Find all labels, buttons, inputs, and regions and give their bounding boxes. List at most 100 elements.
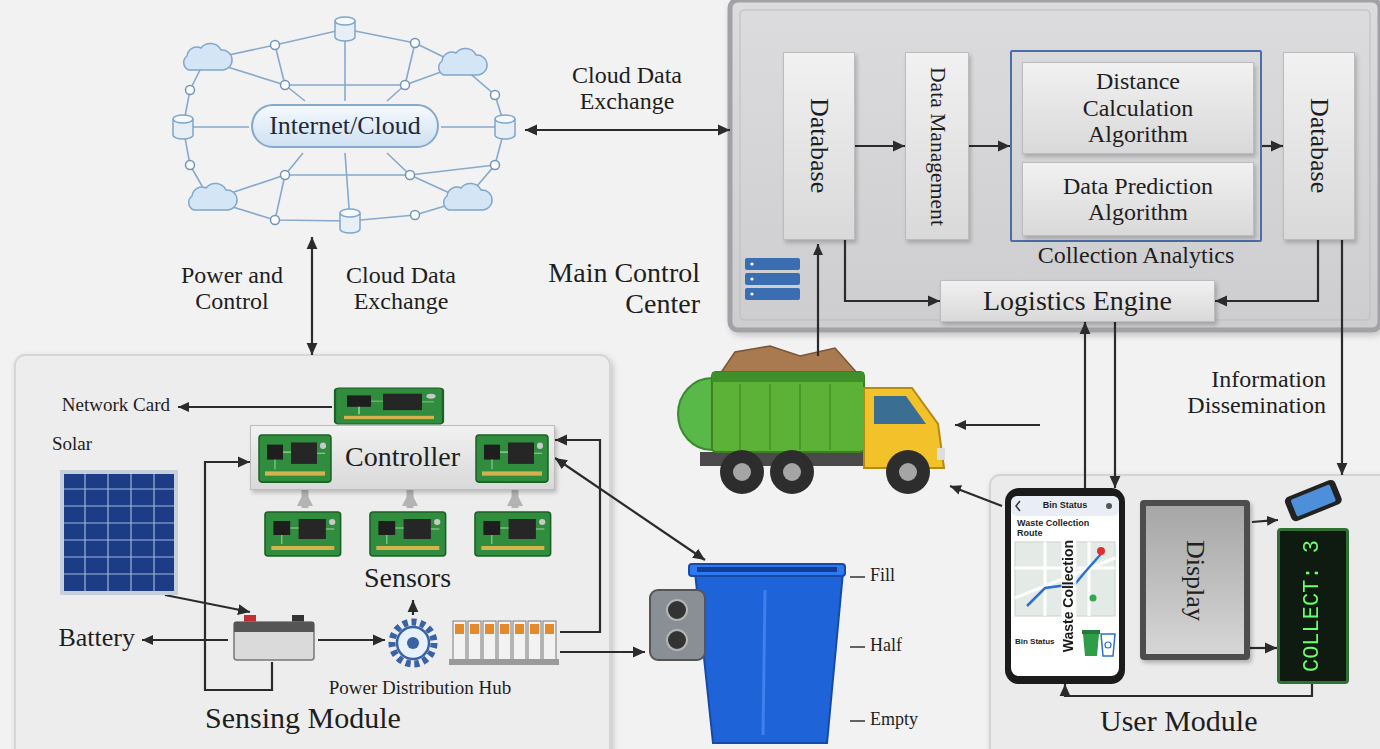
power-hub-art xyxy=(453,621,466,661)
connector xyxy=(555,458,705,560)
cloud-network-art xyxy=(183,29,505,221)
garbage-truck xyxy=(740,384,830,450)
level-leader-lines xyxy=(850,720,865,722)
controller-art xyxy=(476,435,548,482)
power-hub-art xyxy=(513,621,526,661)
power-hub-art xyxy=(455,624,464,634)
cloud-network-art xyxy=(411,211,420,220)
network-card: Network Card xyxy=(335,388,443,424)
controller-box: Controller xyxy=(250,425,555,490)
waste-bin-art xyxy=(650,590,705,660)
connector xyxy=(311,237,313,355)
connector-label: Information Dissemination xyxy=(1150,366,1326,419)
phone-art xyxy=(1083,634,1099,656)
module-panel: Sensing Module Network Card Solar Contro… xyxy=(15,355,610,749)
module-panel: User Module Bin StatusWaste Collection R… xyxy=(990,475,1380,749)
connector xyxy=(1065,684,1312,696)
power-hub-art xyxy=(397,627,429,659)
waste-bin-art xyxy=(763,590,765,735)
display-screen-text: Display xyxy=(1181,540,1210,621)
waste-bin-text: Fill xyxy=(870,566,895,586)
garbage-truck xyxy=(799,384,801,450)
network-card-text: Network Card xyxy=(62,395,170,416)
server-icon xyxy=(750,292,753,295)
leader-arrows xyxy=(950,486,1002,506)
garbage-truck xyxy=(829,384,831,450)
control-center-panel: Main Control CenterDatabaseData Manageme… xyxy=(730,0,1380,330)
waste-bin-art xyxy=(689,564,845,576)
cloud-network-art xyxy=(335,17,355,41)
cloud-network: Internet/Cloud xyxy=(165,15,525,237)
network-card-art xyxy=(335,388,443,424)
sensor-boards-art xyxy=(265,512,341,556)
engine-box: Logistics Engine xyxy=(940,280,1215,322)
garbage-truck xyxy=(678,378,712,450)
server-icon xyxy=(750,262,753,265)
leader-arrows xyxy=(142,639,228,641)
phone-art xyxy=(1082,630,1100,634)
phone-app-text: Waste Collection xyxy=(1061,540,1076,652)
leader-arrows xyxy=(178,406,332,408)
analytics-group: Collection AnalyticsDistance Calculation… xyxy=(1010,50,1262,242)
power-hub-art xyxy=(530,624,539,634)
solar-panel-text: Solar xyxy=(52,434,92,455)
sensor-group-text: Sensors xyxy=(255,563,560,594)
database-box: Database xyxy=(1283,52,1355,240)
analytics-group-text: Collection Analytics xyxy=(1012,242,1260,268)
phone-icon xyxy=(1290,484,1336,516)
connector xyxy=(1084,322,1086,488)
control-center-panel-art xyxy=(740,10,1370,320)
power-hub-art xyxy=(455,624,554,634)
waste-bin-art xyxy=(645,560,845,745)
level-leader-lines xyxy=(850,576,865,578)
garbage-truck xyxy=(678,346,945,494)
algorithm-box-text: Data Prediction Algorithm xyxy=(1048,173,1228,226)
signal-arrow xyxy=(302,490,309,508)
server-icon xyxy=(745,258,800,300)
garbage-truck xyxy=(886,450,930,494)
connector xyxy=(560,651,645,653)
connector-label: Cloud Data Exchange xyxy=(552,62,702,115)
cloud-network-art xyxy=(411,39,420,48)
sensing-panel-art xyxy=(15,355,610,749)
cloud-network-art xyxy=(183,29,505,221)
server-icon xyxy=(745,258,800,270)
module-panel-text: User Module xyxy=(1100,704,1257,737)
connector xyxy=(318,639,385,641)
algorithm-box-text: Distance Calculation Algorithm xyxy=(1048,68,1228,147)
signal-arrow xyxy=(512,490,519,508)
connector xyxy=(1341,240,1343,475)
garbage-truck xyxy=(720,450,930,494)
power-hub: Power Distribution Hub xyxy=(385,615,560,670)
power-hub-art xyxy=(453,621,556,661)
server-icon xyxy=(745,273,800,285)
leader-arrows xyxy=(1252,520,1278,522)
connector xyxy=(165,595,250,612)
power-hub-art xyxy=(470,624,479,634)
power-hub-text: Power Distribution Hub xyxy=(329,678,512,699)
cloud-network-art xyxy=(281,81,290,90)
server-icon xyxy=(750,277,753,280)
cloud-network-art xyxy=(271,41,280,50)
flow-label: Cloud Data Exchange xyxy=(326,262,476,315)
battery-art xyxy=(234,622,314,632)
battery-art xyxy=(230,612,318,662)
connector xyxy=(845,240,940,301)
cloud-network-art xyxy=(186,86,195,95)
cloud-network-art xyxy=(184,44,232,70)
power-hub-art xyxy=(449,659,559,665)
power-hub-art xyxy=(498,621,511,661)
phone-art xyxy=(1016,501,1020,511)
phone-icon xyxy=(1283,478,1343,522)
phone-app-text: Bin Status xyxy=(1015,638,1055,647)
phone-app: Bin StatusWaste Collection RouteWaste Co… xyxy=(1005,488,1125,684)
display-screen: Display xyxy=(1140,500,1250,660)
cloud-network-art xyxy=(406,171,415,180)
solar-panel-art xyxy=(64,474,174,591)
garbage-truck xyxy=(733,463,917,481)
cloud-network-art xyxy=(271,216,280,225)
garbage-truck xyxy=(783,463,801,481)
phone-app-text: Bin Status xyxy=(1005,501,1125,511)
